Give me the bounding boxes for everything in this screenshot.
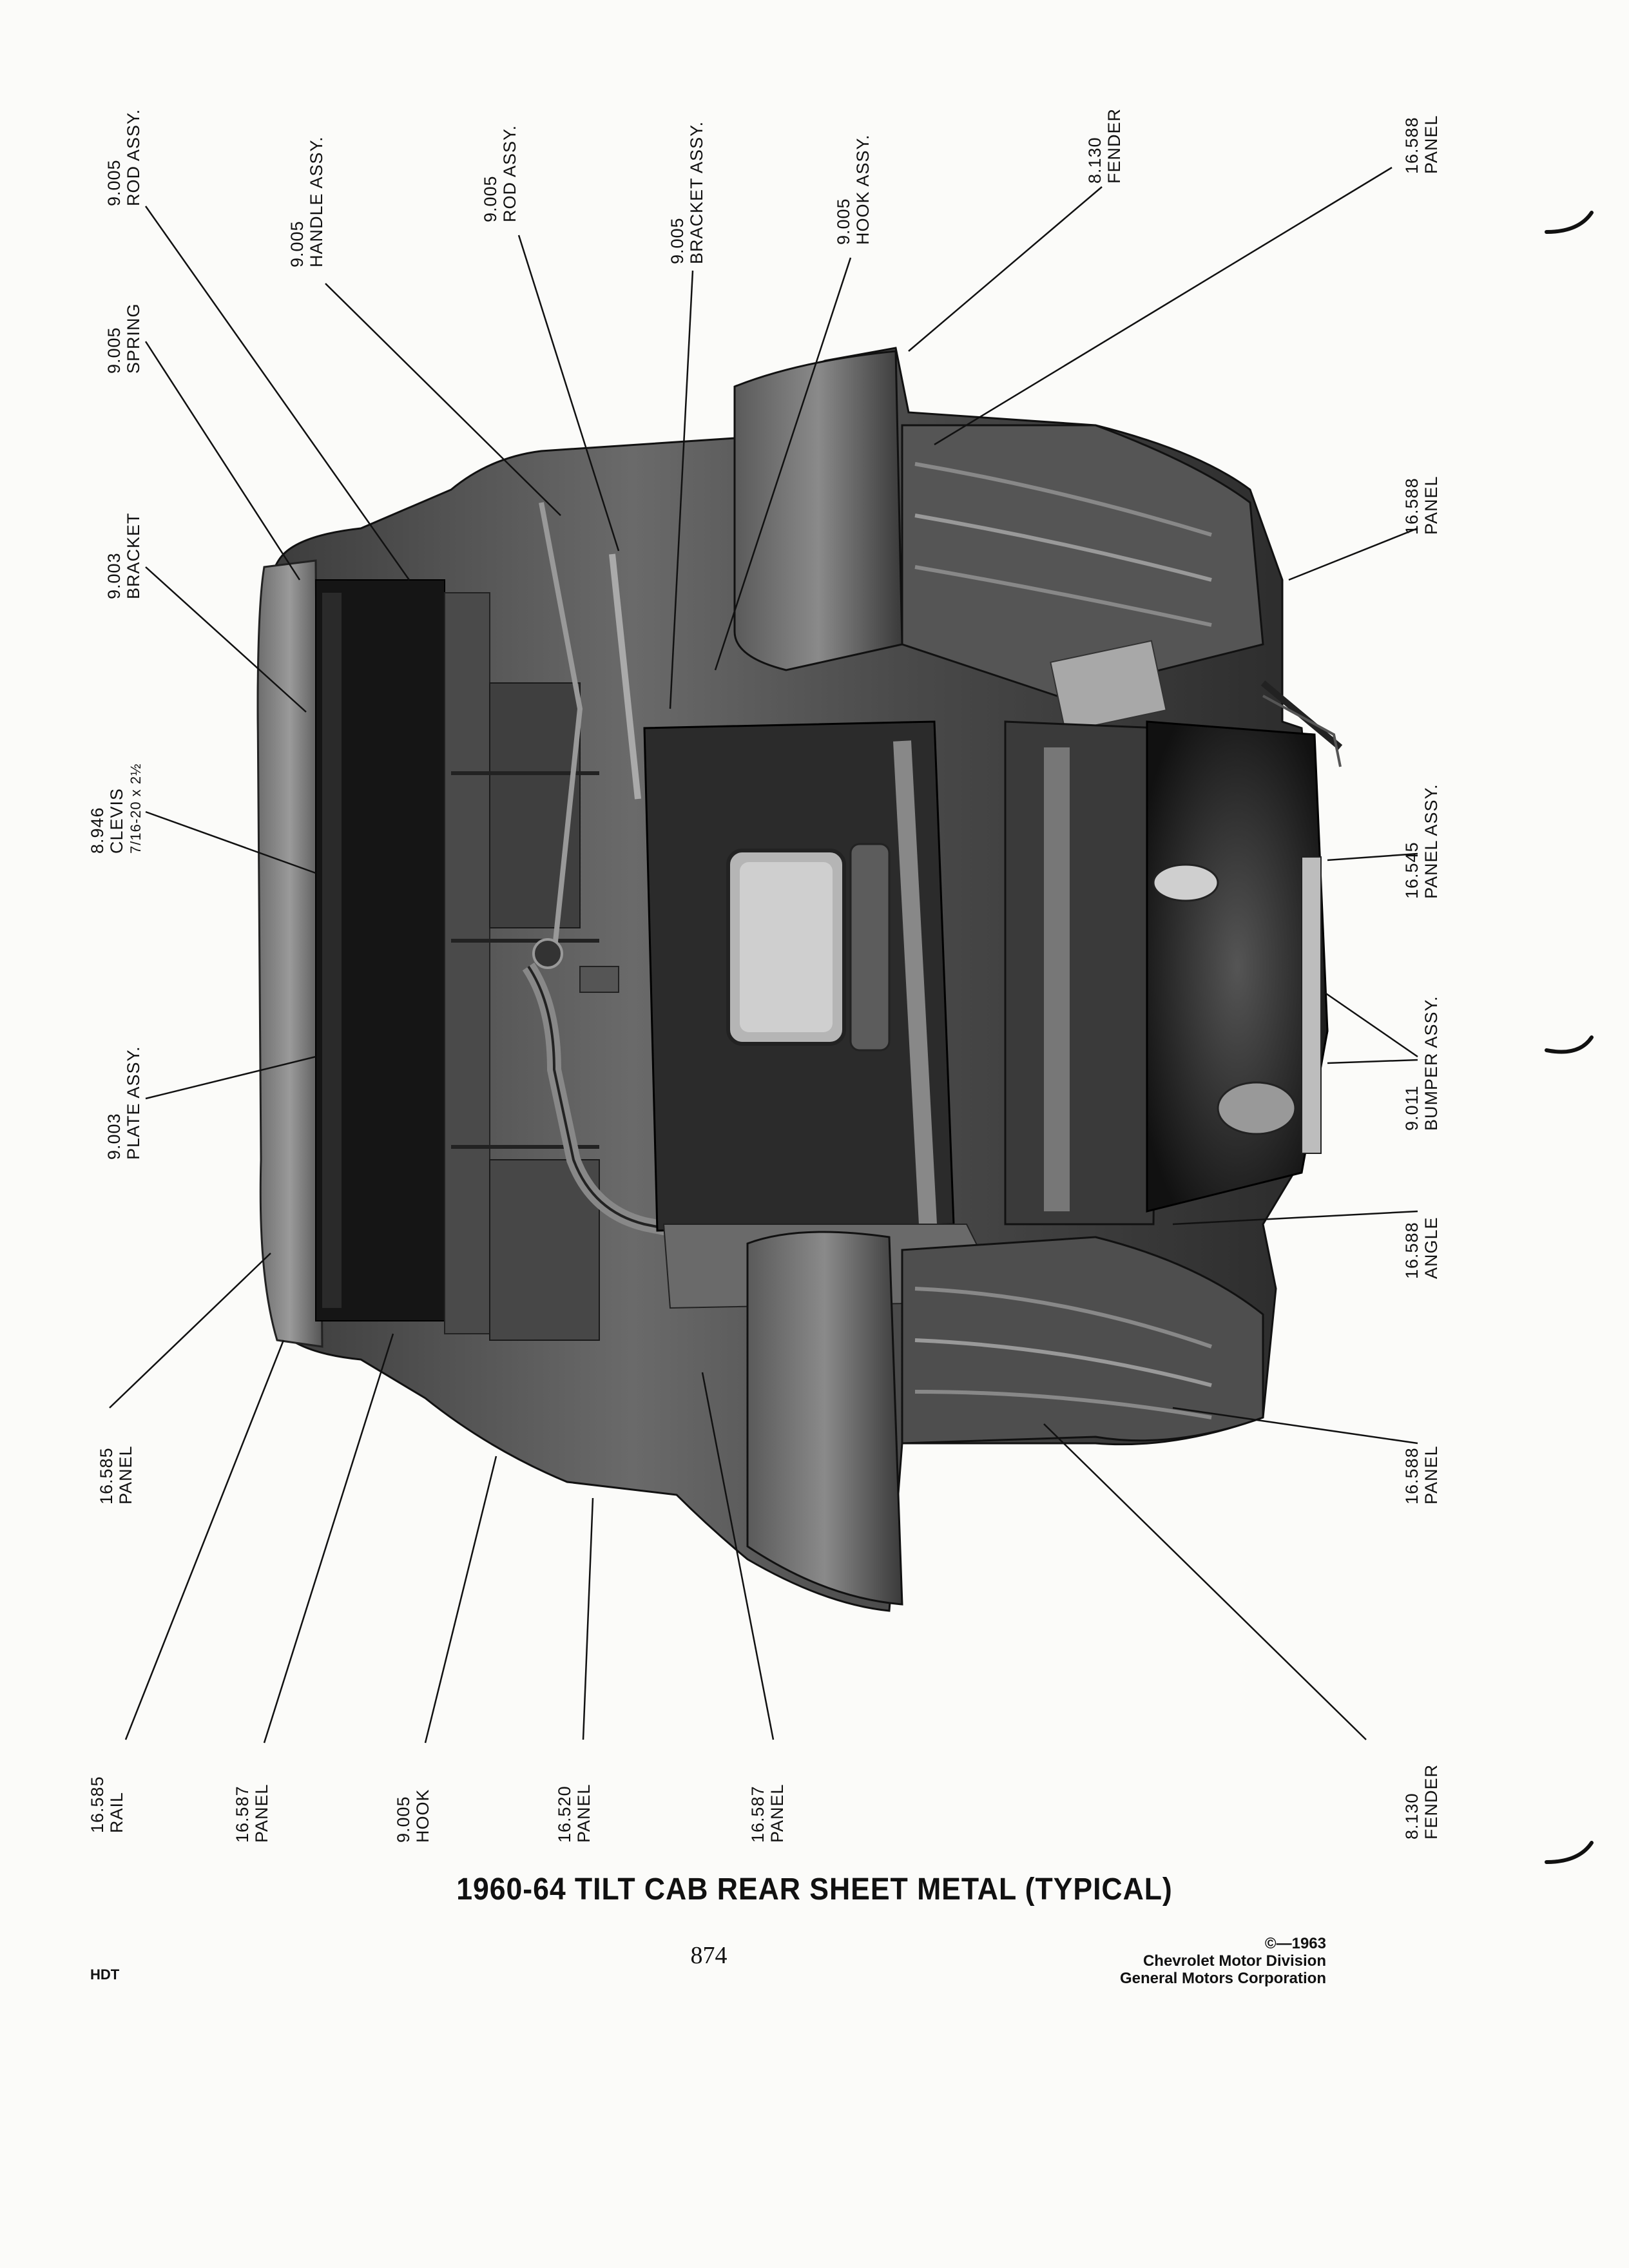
copyright-corporation: General Motors Corporation — [1119, 1970, 1326, 1987]
callout-label: 16.585RAIL — [88, 1776, 126, 1833]
callout-label: 16.587PANEL — [233, 1783, 271, 1843]
binder-marks — [1545, 211, 1594, 1864]
callout-label: 16.588PANEL — [1402, 476, 1441, 535]
copyright-block: ©—1963 Chevrolet Motor Division General … — [1120, 1935, 1326, 1987]
callout-label: 8.946CLEVIS7/16-20 x 2½ — [88, 764, 144, 854]
callout-label: 16.585PANEL — [97, 1445, 135, 1504]
callout-label: 9.005ROD ASSY. — [481, 125, 519, 222]
page-number: 874 — [690, 1942, 728, 1969]
callout-label: 9.005HOOK — [394, 1789, 432, 1843]
figure-caption: 1960-64 TILT CAB REAR SHEET METAL (TYPIC… — [456, 1872, 1173, 1907]
leader-lines — [109, 166, 1418, 1744]
callout-label: 16.520PANEL — [555, 1783, 593, 1843]
callout-label: 16.588PANEL — [1402, 1445, 1441, 1504]
callout-label: 9.003BRACKET — [104, 512, 143, 599]
callout-label: 9.011BUMPER ASSY. — [1402, 995, 1441, 1131]
callout-label: 16.587PANEL — [748, 1783, 787, 1843]
callout-label: 9.003PLATE ASSY. — [104, 1046, 143, 1160]
callout-label: 8.130FENDER — [1402, 1764, 1441, 1840]
callout-label: 16.545PANEL ASSY. — [1402, 783, 1441, 899]
callout-label: 9.005SPRING — [104, 303, 143, 374]
callout-label: 16.588PANEL — [1402, 115, 1441, 174]
callout-label: 9.005HOOK ASSY. — [834, 134, 872, 245]
section-code: HDT — [90, 1966, 120, 1983]
callout-label: 16.588ANGLE — [1402, 1216, 1441, 1279]
callout-label: 8.130FENDER — [1085, 108, 1124, 184]
callout-label: 9.005HANDLE ASSY. — [287, 136, 326, 267]
copyright-year: ©—1963 — [1264, 1935, 1326, 1952]
cab-photo — [256, 347, 1343, 1612]
callout-label: 9.005BRACKET ASSY. — [668, 121, 706, 264]
callout-labels: 9.005ROD ASSY. 9.005HANDLE ASSY. 9.005RO… — [88, 108, 1441, 1843]
callout-label: 9.005ROD ASSY. — [104, 109, 143, 206]
copyright-division: Chevrolet Motor Division — [1142, 1952, 1326, 1970]
